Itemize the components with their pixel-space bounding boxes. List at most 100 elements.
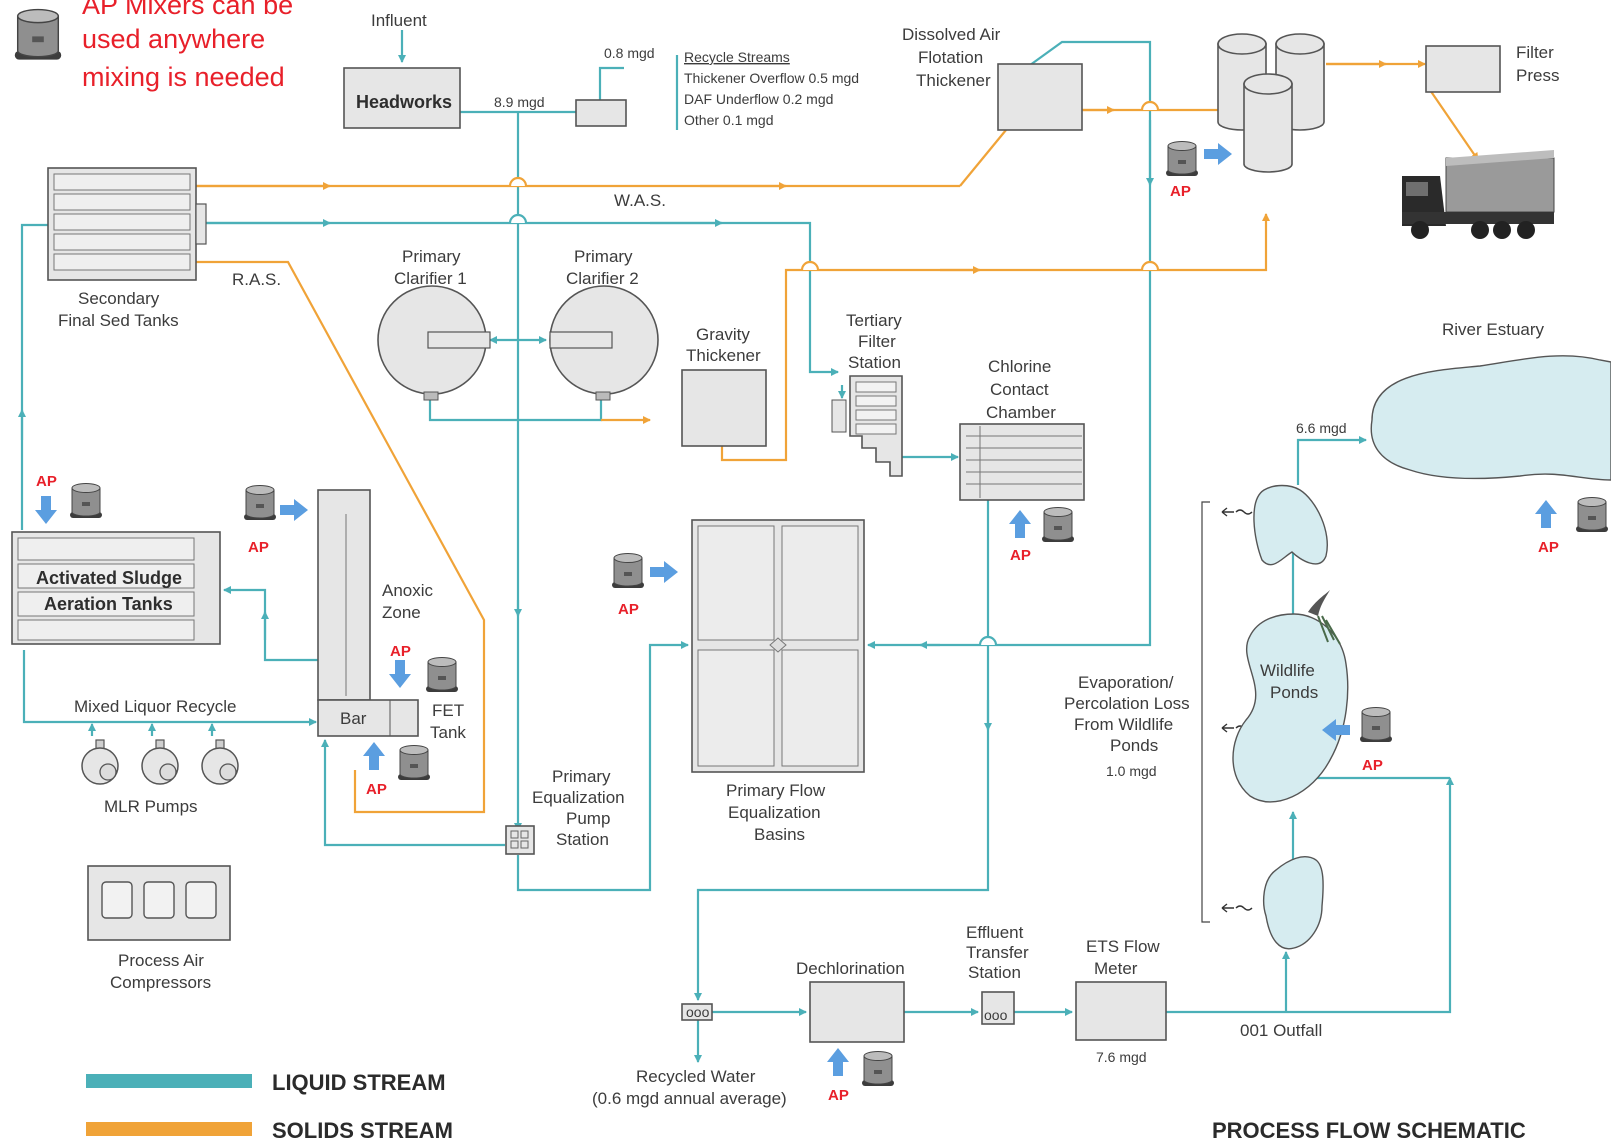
wildlife-ponds — [1232, 484, 1349, 950]
peps-label-4: Station — [556, 830, 609, 849]
activated-sludge-label-2: Aeration Tanks — [44, 594, 173, 614]
mlr-pump-3 — [201, 739, 239, 785]
flow-0-8-label: 0.8 mgd — [604, 45, 655, 61]
legend-liquid-swatch — [86, 1074, 252, 1088]
mlr-pumps-label: MLR Pumps — [104, 797, 198, 816]
wildlife-label-1: Wildlife — [1260, 661, 1315, 680]
ets-flow-meter-label-1: ETS Flow — [1086, 937, 1160, 956]
truck-icon — [1402, 150, 1555, 239]
filter-press-label-1: Filter — [1516, 43, 1554, 62]
diagram-title: PROCESS FLOW SCHEMATIC — [1212, 1118, 1526, 1143]
peps-label-2: Equalization — [532, 788, 625, 807]
ap-label-daf: AP — [1170, 183, 1191, 200]
ras-label: R.A.S. — [232, 270, 281, 289]
anoxic-label-2: Zone — [382, 603, 421, 622]
anoxic-label-1: Anoxic — [382, 581, 434, 600]
ap-label-aeration: AP — [36, 473, 57, 490]
primary-flow-equalization-basins — [691, 519, 865, 773]
mixed-liquor-recycle-label: Mixed Liquor Recycle — [74, 697, 237, 716]
ap-mixer-chlorine — [1009, 507, 1075, 543]
ap-mixer-anoxic — [243, 485, 308, 521]
primary-clarifier-1 — [377, 285, 491, 401]
ap-label-anoxic-lower: AP — [390, 643, 411, 660]
filter-press-label-2: Press — [1516, 66, 1559, 85]
outfall-label: 001 Outfall — [1240, 1021, 1322, 1040]
recycle-streams-title: Recycle Streams — [684, 49, 790, 65]
secondary-label-2: Final Sed Tanks — [58, 311, 179, 330]
recycle-daf-underflow: DAF Underflow 0.2 mgd — [684, 91, 833, 107]
dechlorination-label: Dechlorination — [796, 959, 905, 978]
fet-label-2: Tank — [430, 723, 466, 742]
gravity-thickener-box — [681, 369, 767, 447]
pc1-label-2: Clarifier 1 — [394, 269, 467, 288]
ap-mixer-river — [1535, 497, 1609, 533]
ets-flow-meter-box — [1075, 981, 1167, 1041]
flow-6-6-label: 6.6 mgd — [1296, 420, 1347, 436]
ap-label-anoxic: AP — [248, 539, 269, 556]
ap-note-line-1: AP Mixers can be — [82, 0, 293, 20]
evap-label-4: Ponds — [1110, 736, 1158, 755]
primary-clarifier-2 — [549, 285, 659, 401]
ap-label-dechlorination: AP — [828, 1087, 849, 1104]
ap-mixer-legend-icon — [14, 8, 62, 61]
effluent-transfer-station: ooo — [981, 991, 1015, 1025]
pfe-label-2: Equalization — [728, 803, 821, 822]
svg-text:ooo: ooo — [984, 1007, 1008, 1023]
legend-solids-label: SOLIDS STREAM — [272, 1118, 453, 1143]
ap-mixer-basins — [611, 553, 678, 589]
gravity-label-2: Thickener — [686, 346, 761, 365]
ap-label-fet: AP — [366, 781, 387, 798]
peps-label-3: Pump — [566, 809, 610, 828]
daf-thickener-box — [997, 63, 1083, 131]
daf-label-2: Flotation — [918, 48, 983, 67]
gravity-label-1: Gravity — [696, 325, 750, 344]
wildlife-label-2: Ponds — [1270, 683, 1318, 702]
liquid-stream-lines — [18, 30, 1454, 1063]
ap-note-line-2: used anywhere — [82, 24, 265, 54]
compressors-label-1: Process Air — [118, 951, 204, 970]
recycled-water-valve: ooo — [681, 1003, 713, 1021]
evap-label-1: Evaporation/ — [1078, 673, 1174, 692]
activated-sludge-aeration-tanks — [11, 531, 221, 645]
tertiary-label-2: Filter — [858, 332, 896, 351]
pc2-label-1: Primary — [574, 247, 633, 266]
pfe-label-3: Basins — [754, 825, 805, 844]
headworks-box — [343, 67, 461, 129]
dechlorination-box — [809, 981, 905, 1043]
filter-press-box — [1425, 45, 1501, 93]
chlorine-label-3: Chamber — [986, 403, 1056, 422]
ap-mixer-fet — [363, 742, 431, 781]
compressors-label-2: Compressors — [110, 973, 211, 992]
daf-label-3: Thickener — [916, 71, 991, 90]
ap-label-wildlife: AP — [1362, 757, 1383, 774]
line-hops — [508, 100, 1160, 646]
sludge-silos — [1217, 33, 1325, 173]
recycled-water-label-2: (0.6 mgd annual average) — [592, 1089, 787, 1108]
pfe-label-1: Primary Flow — [726, 781, 826, 800]
process-air-compressors — [87, 865, 231, 941]
legend-solids-swatch — [86, 1122, 252, 1136]
ap-mixer-daf — [1165, 141, 1232, 177]
ets-label-2: Transfer — [966, 943, 1029, 962]
recycled-water-label-1: Recycled Water — [636, 1067, 756, 1086]
fet-label-1: FET — [432, 701, 464, 720]
ap-label-basins: AP — [618, 601, 639, 618]
ets-label-1: Effluent — [966, 923, 1024, 942]
influent-label: Influent — [371, 11, 427, 30]
river-estuary-label: River Estuary — [1442, 320, 1545, 339]
recycle-thickener-overflow: Thickener Overflow 0.5 mgd — [684, 70, 859, 86]
tertiary-label-1: Tertiary — [846, 311, 902, 330]
anoxic-zone — [317, 489, 371, 701]
flow-7-6-label: 7.6 mgd — [1096, 1049, 1147, 1065]
headworks-label: Headworks — [356, 92, 452, 112]
ap-label-chlorine: AP — [1010, 547, 1031, 564]
primary-equalization-pump-station — [505, 825, 535, 855]
river-estuary-shape — [1370, 355, 1611, 481]
bar-fet-box — [317, 699, 419, 737]
secondary-final-sed-tanks — [47, 167, 207, 281]
ap-mixer-anoxic-lower — [389, 657, 459, 693]
ap-mixer-dechlorination — [827, 1048, 895, 1087]
tertiary-filter-station — [831, 375, 903, 477]
svg-text:ooo: ooo — [686, 1004, 710, 1020]
chlorine-label-2: Contact — [990, 380, 1049, 399]
